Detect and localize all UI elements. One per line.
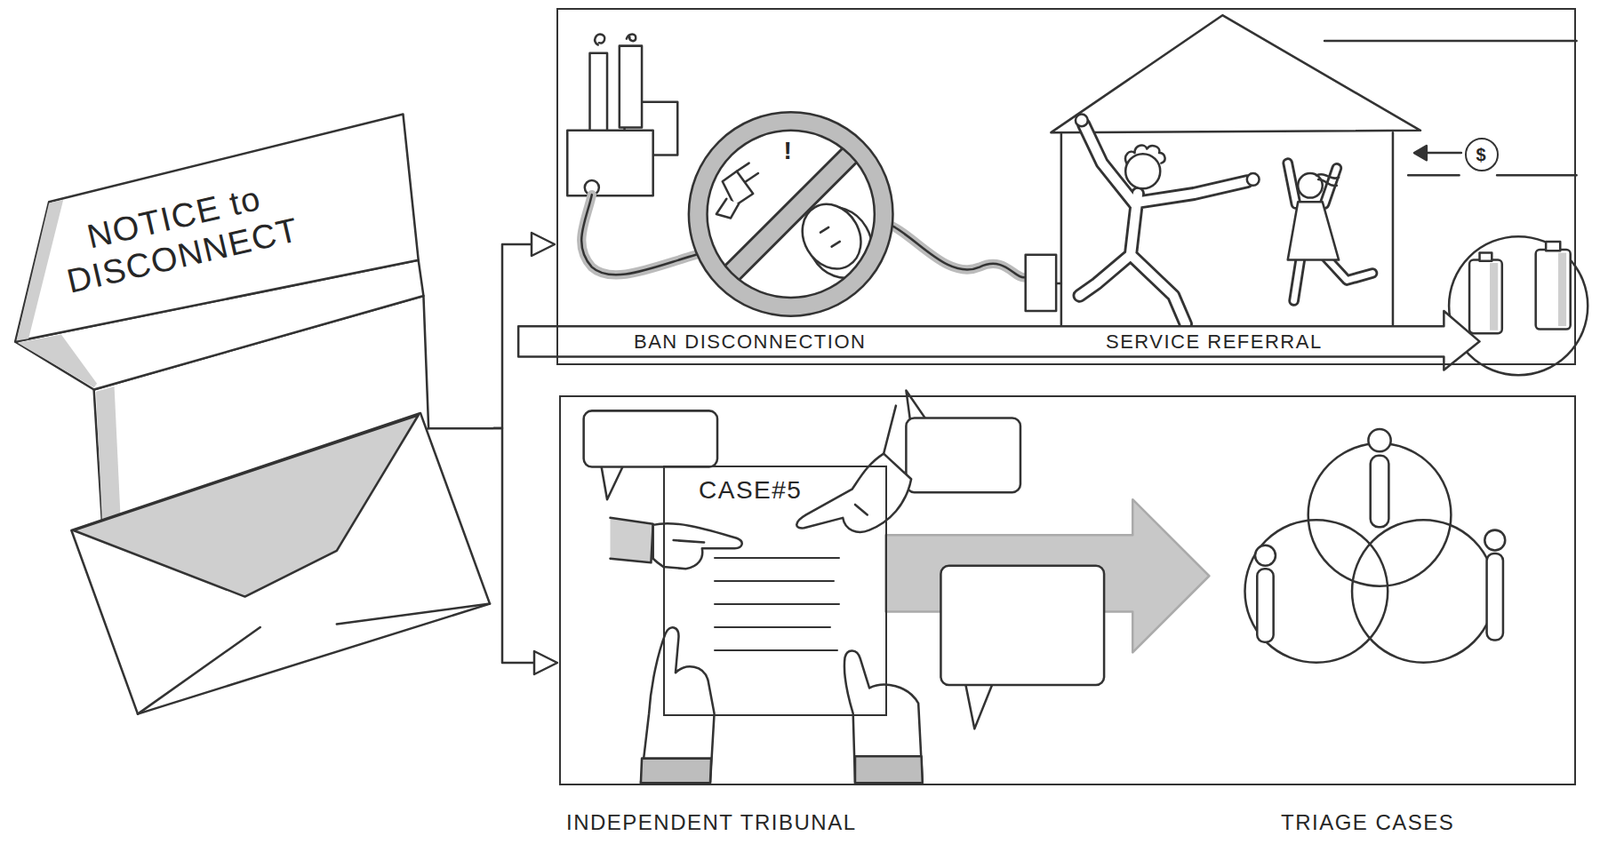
band-label: SERVICE REFERRAL — [1102, 330, 1327, 353]
connector-line — [493, 428, 535, 664]
spark-mark: ! — [784, 136, 794, 166]
money-arrow — [1414, 145, 1462, 160]
case-number: CASE#5 — [698, 476, 802, 505]
process-panel: INDEPENDENT TRIBUNALTRIAGE CASES CASE#5 — [559, 395, 1576, 786]
connector — [493, 428, 558, 675]
connector — [493, 232, 555, 429]
arrow-band — [518, 311, 1480, 371]
adult-figure — [1075, 114, 1260, 325]
policy-panel: BAN DISCONNECTION SERVICE REFERRAL $ — [556, 8, 1576, 366]
band-label: BAN DISCONNECTION — [630, 330, 870, 353]
arrow-head — [531, 232, 555, 256]
connector-line — [493, 244, 532, 429]
coin-icon: $ — [1464, 137, 1499, 172]
document-lines — [664, 467, 886, 715]
pointing-hand — [609, 454, 912, 570]
triage-circles — [1245, 429, 1506, 664]
case-document: CASE#5 — [663, 465, 888, 717]
battery-icon — [1448, 236, 1588, 376]
child-figure — [1288, 163, 1373, 302]
ban-sign — [688, 112, 894, 316]
letter-sheet: NOTICE to DISCONNECT — [8, 97, 494, 729]
factory-icon — [567, 33, 678, 196]
panel-heading: INDEPENDENT TRIBUNAL — [566, 810, 857, 836]
panel-heading: TRIAGE CASES — [1280, 810, 1455, 836]
coin-symbol: $ — [1476, 144, 1488, 166]
arrow-head — [534, 651, 558, 675]
